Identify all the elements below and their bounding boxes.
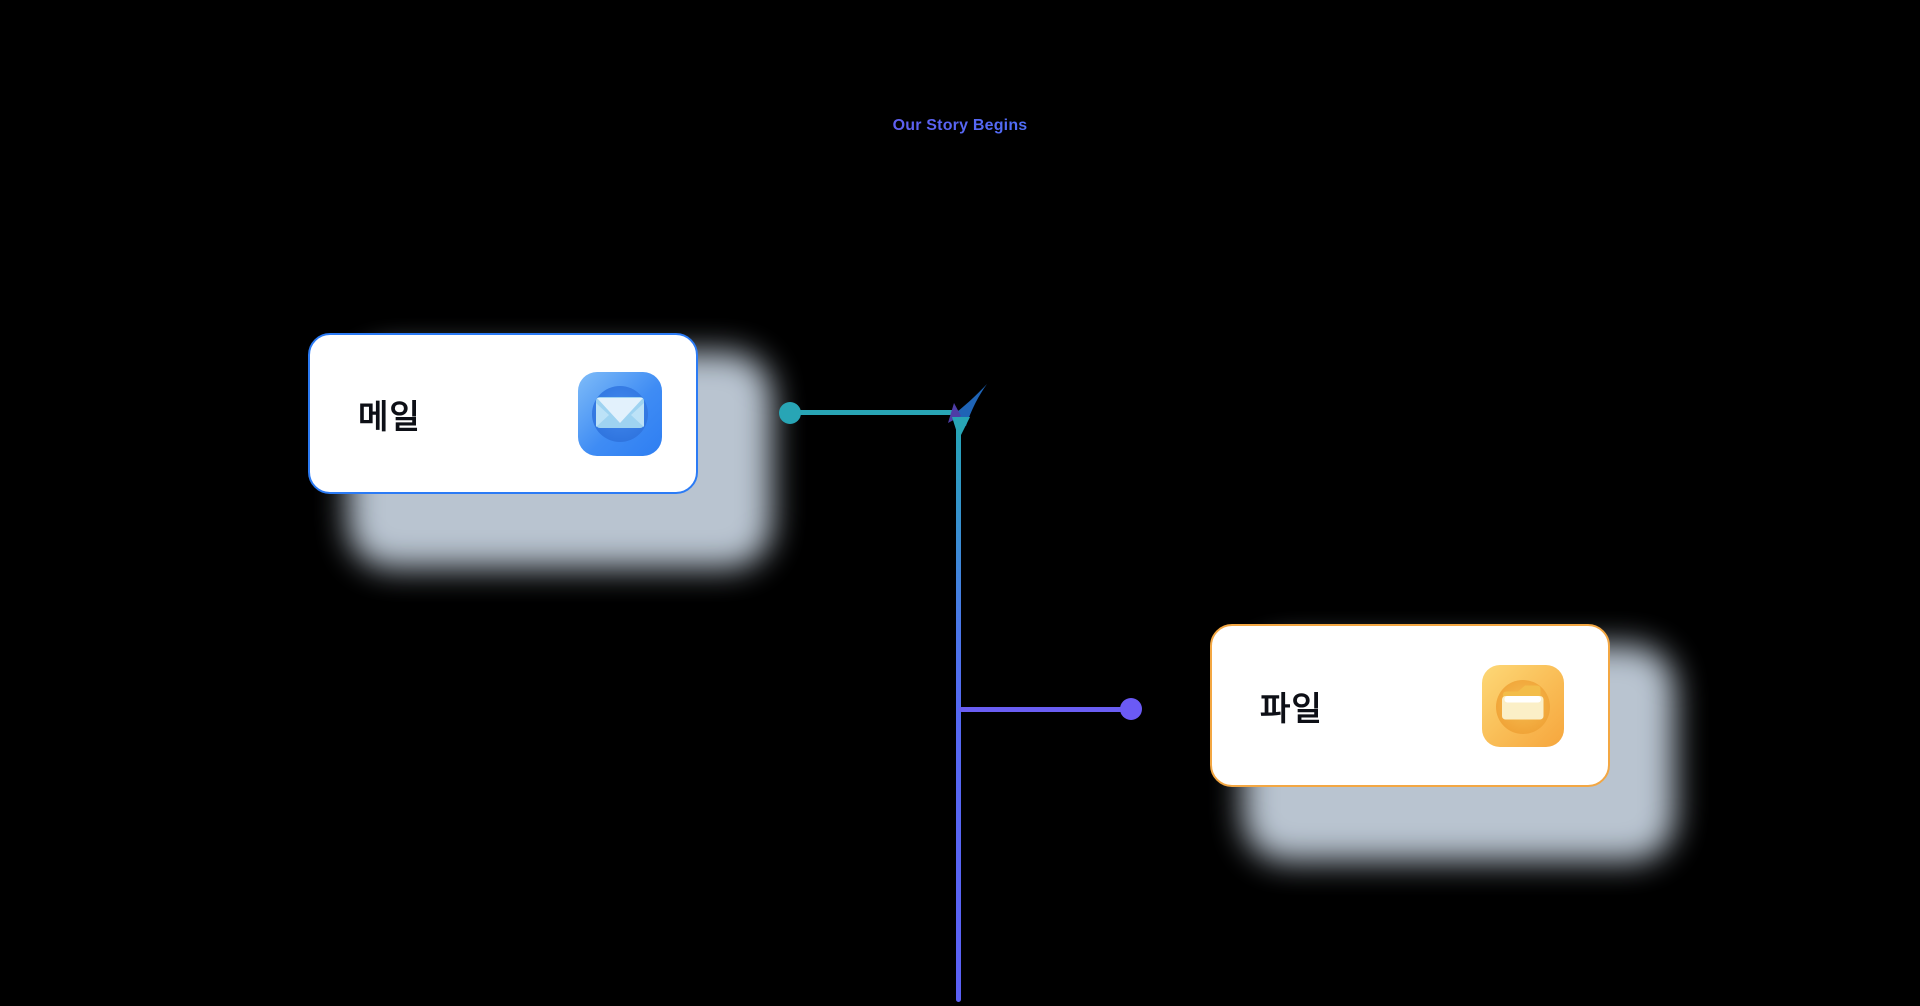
mail-app-icon — [578, 371, 662, 456]
mail-node-label: 메일 — [358, 397, 421, 435]
mail-connector-line — [790, 410, 959, 415]
mail-node-card[interactable]: 메일 — [308, 333, 698, 494]
timeline-vertical-line — [956, 414, 961, 1002]
mail-connector-dot — [779, 402, 801, 424]
file-node-card[interactable]: 파일 — [1210, 624, 1610, 787]
file-node-label: 파일 — [1260, 689, 1323, 727]
file-connector-line — [959, 707, 1124, 712]
flow-arrow-icon — [935, 378, 991, 449]
file-connector-dot — [1120, 698, 1142, 720]
folder-app-icon — [1482, 664, 1564, 747]
page-title: Our Story Begins — [760, 117, 1160, 135]
